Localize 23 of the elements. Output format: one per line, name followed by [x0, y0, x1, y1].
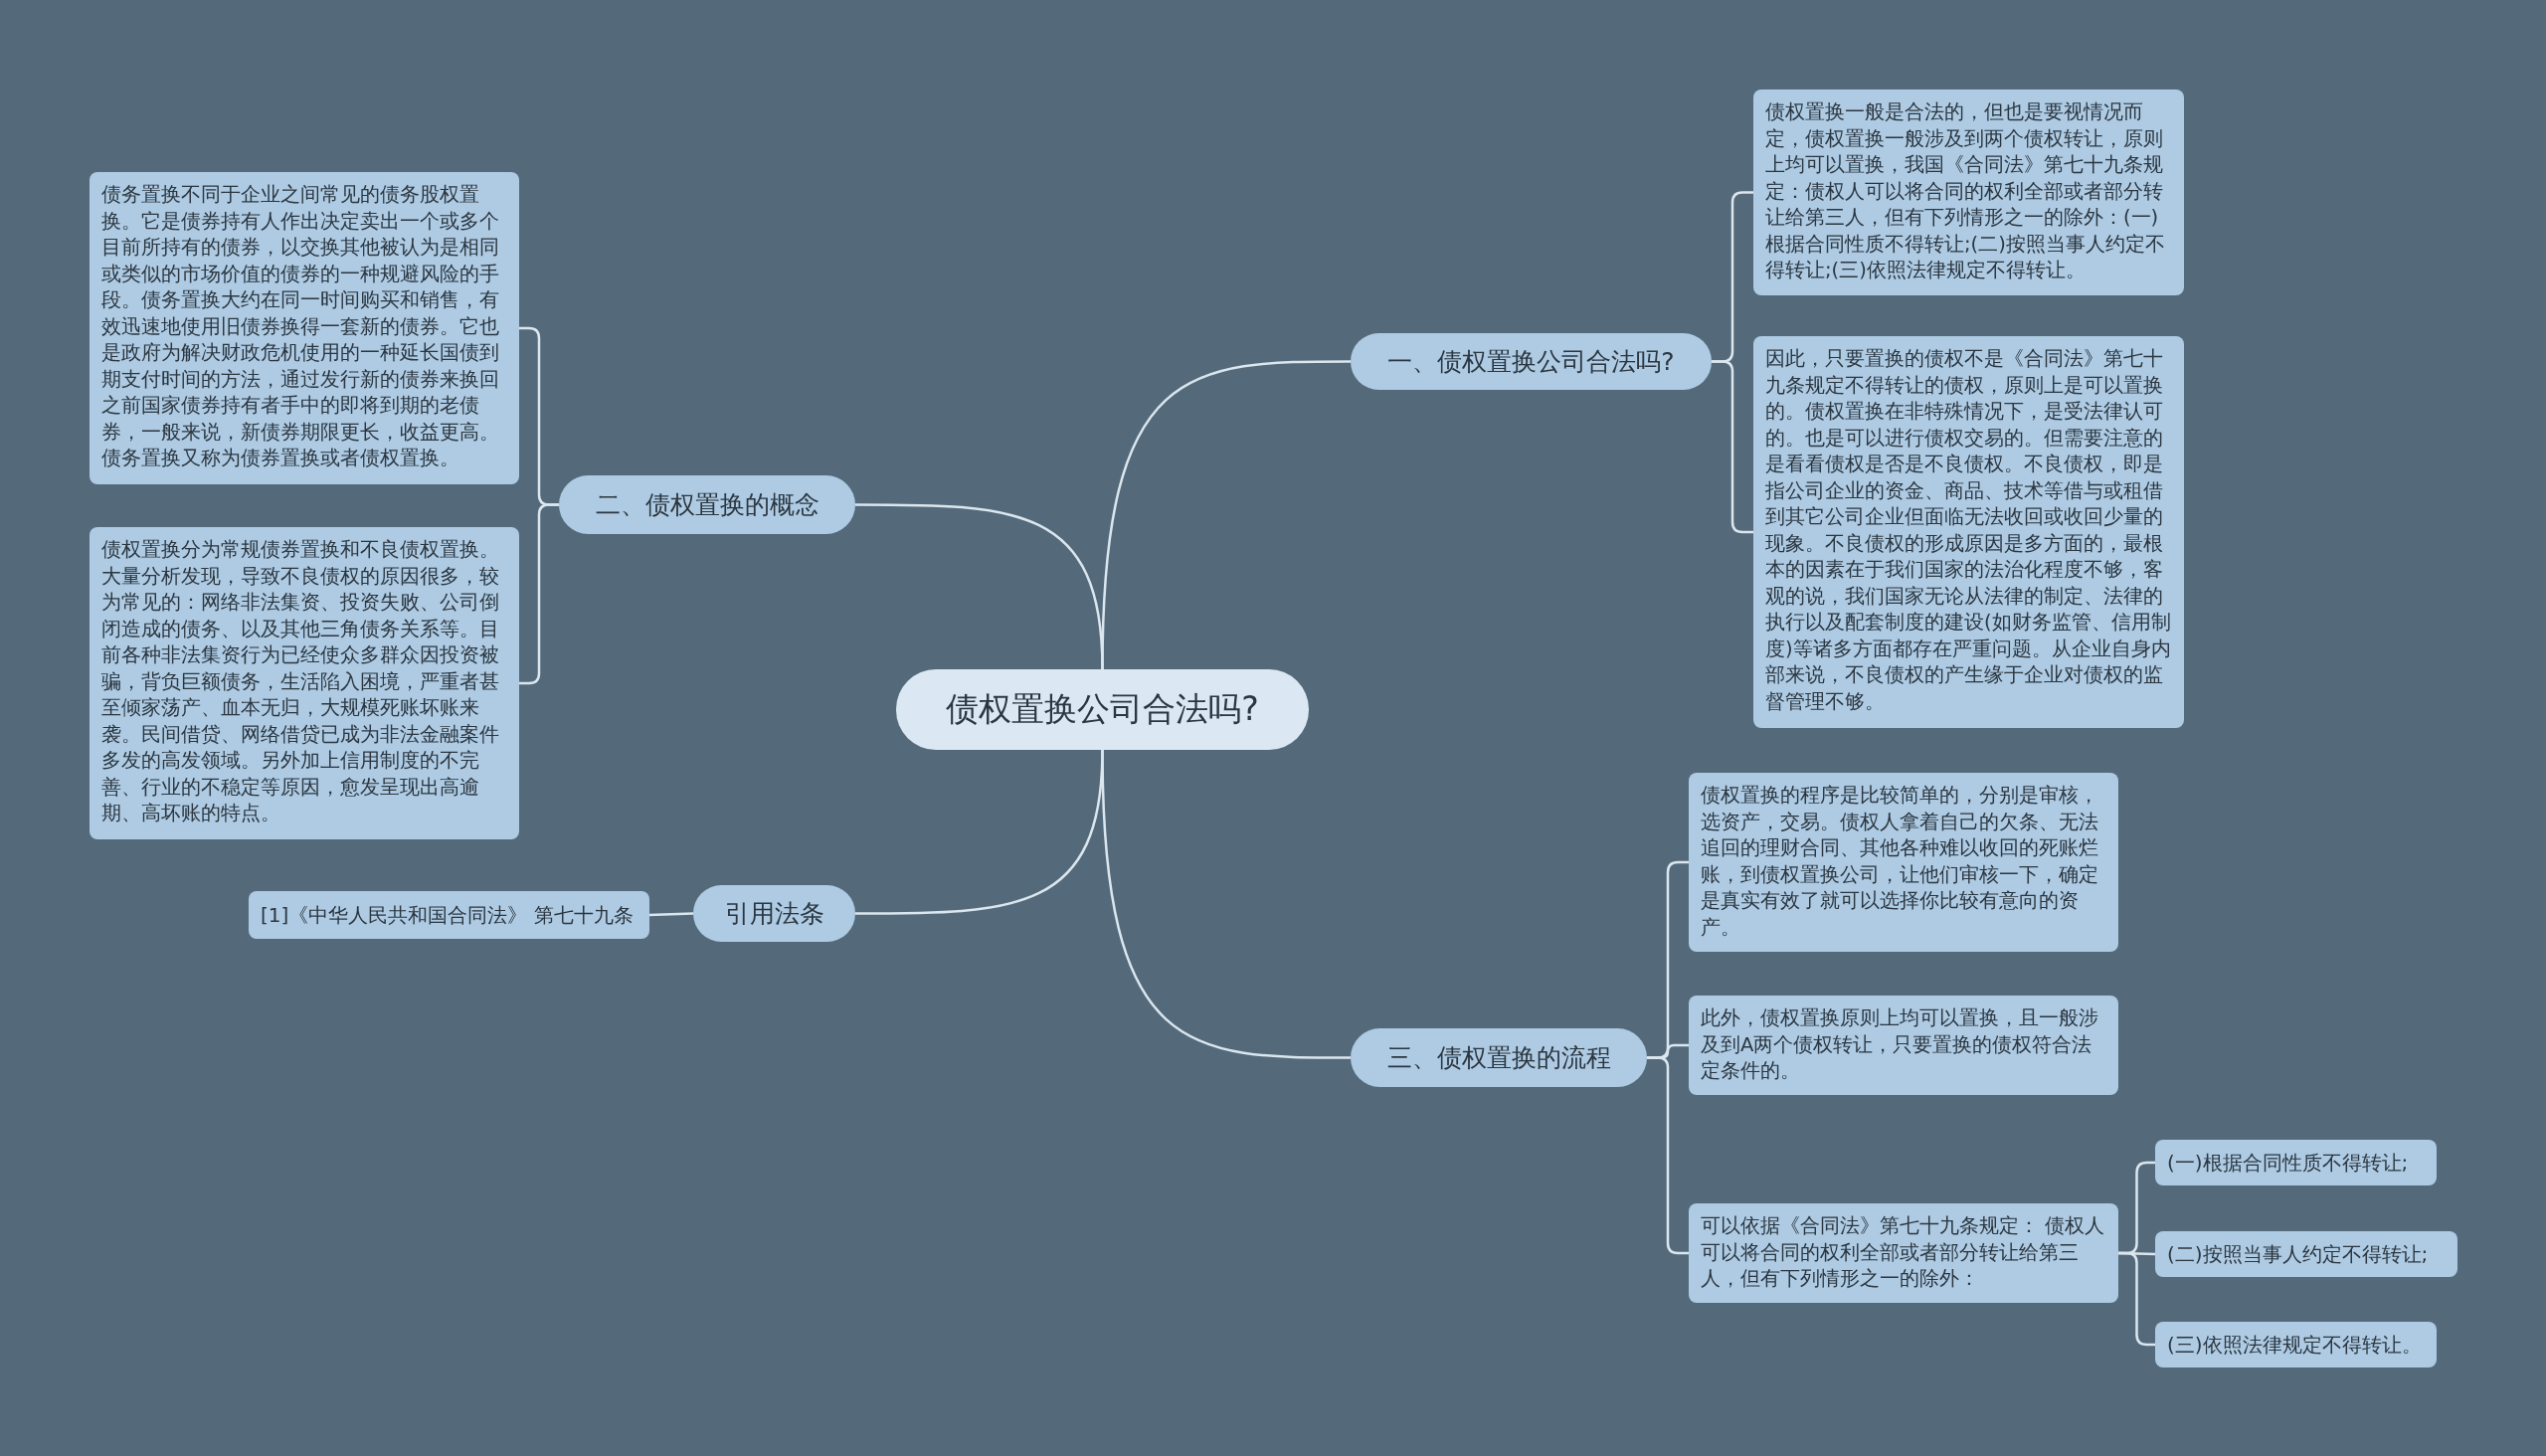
text-card: 债权置换分为常规债券置换和不良债权置换。大量分析发现，导致不良债权的原因很多，较为常见的：网络非法集资、投资失败、公司倒闭造成的债务、以及其他三角债务关系等。目前各种非法集资行为已经使众多群众因投资被骗，背负巨额债务，生活陷入困境，严重者甚至倾家荡产、血本无归，大规模死账坏账来袭。民间借贷、网络借贷已成为非法金融案件多发的高发领域。另外加上信用制度的不完善、行业的不稳定等原因，愈发呈现出高逾期、高坏账的特点。 — [90, 527, 519, 839]
text-card: 可以依据《合同法》第七十九条规定： 债权人可以将合同的权利全部或者部分转让给第三人，但有下列情形之一的除外： — [1689, 1203, 2118, 1303]
text-card: 债权置换的程序是比较简单的，分别是审核，选资产，交易。债权人拿着自己的欠条、无法追回的理财合同、其他各种难以收回的死账烂账，到债权置换公司，让他们审核一下，确定是真实有效了就可以选择你比较有意向的资产。 — [1689, 773, 2118, 952]
connector-line — [1712, 360, 1753, 534]
text-card: 因此，只要置换的债权不是《合同法》第七十九条规定不得转让的债权，原则上是可以置换的。债权置换在非特殊情况下，是受法律认可的。也是可以进行债权交易的。但需要注意的是看看债权是否是不良债权。不良债权，即是指公司企业的资金、商品、技术等借与或租借到其它公司企业但面临无法收回或收回少量的现象。不良债权的形成原因是多方面的，最根本的因素在于我们国家的法治化程度不够，客观的说，我们国家无论从法律的制定、法律的执行以及配套制度的建设(如财务监管、信用制度)等诸多方面都存在严重问题。从企业自身内部来说，不良债权的产生缘于企业对债权的监督管理不够。 — [1753, 336, 2184, 728]
text-card: 债权置换一般是合法的，但也是要视情况而定，债权置换一般涉及到两个债权转让，原则上均可以置换，我国《合同法》第七十九条规定：债权人可以将合同的权利全部或者部分转让给第三人，但有下列情形之一的除外：(一)根据合同性质不得转让;(二)按照当事人约定不得转让;(三)依照法律规定不得转让。 — [1753, 90, 2184, 295]
branch-bubble: 二、债权置换的概念 — [559, 475, 855, 534]
connector-line — [519, 503, 559, 685]
connector-line — [648, 912, 694, 917]
connector-line — [2118, 1251, 2155, 1347]
connector-line — [1647, 1056, 1689, 1255]
topic-bubble: 债权置换公司合法吗? — [896, 669, 1309, 750]
branch-bubble: 引用法条 — [693, 885, 855, 942]
citation-card: [1]《中华人民共和国合同法》 第七十九条 — [249, 891, 649, 939]
text-card: 债务置换不同于企业之间常见的债务股权置换。它是债券持有人作出决定卖出一个或多个目前所持有的债券，以交换其他被认为是相同或类似的市场价值的债券的一种规避风险的手段。债务置换大约在同一时间购买和销售，有效迅速地使用旧债券换得一套新的债券。它也是政府为解决财政危机使用的一种延长国债到期支付时间的方法，通过发行新的债券来换回之前国家债券持有者手中的即将到期的老债券，一般来说，新债券期限更长，收益更高。债务置换又称为债券置换或者债权置换。 — [90, 172, 519, 484]
branch-bubble: 三、债权置换的流程 — [1351, 1028, 1647, 1087]
connector-line — [1101, 749, 1351, 1059]
connector-line — [855, 503, 1104, 670]
branch-bubble: 一、债权置换公司合法吗? — [1351, 333, 1712, 390]
text-card: (一)根据合同性质不得转让; — [2155, 1140, 2437, 1185]
text-card: (二)按照当事人约定不得转让; — [2155, 1231, 2457, 1277]
text-card: (三)依照法律规定不得转让。 — [2155, 1322, 2437, 1367]
text-card: 此外，债权置换原则上均可以置换，且一般涉及到A两个债权转让，只要置换的债权符合法定条件的。 — [1689, 996, 2118, 1095]
